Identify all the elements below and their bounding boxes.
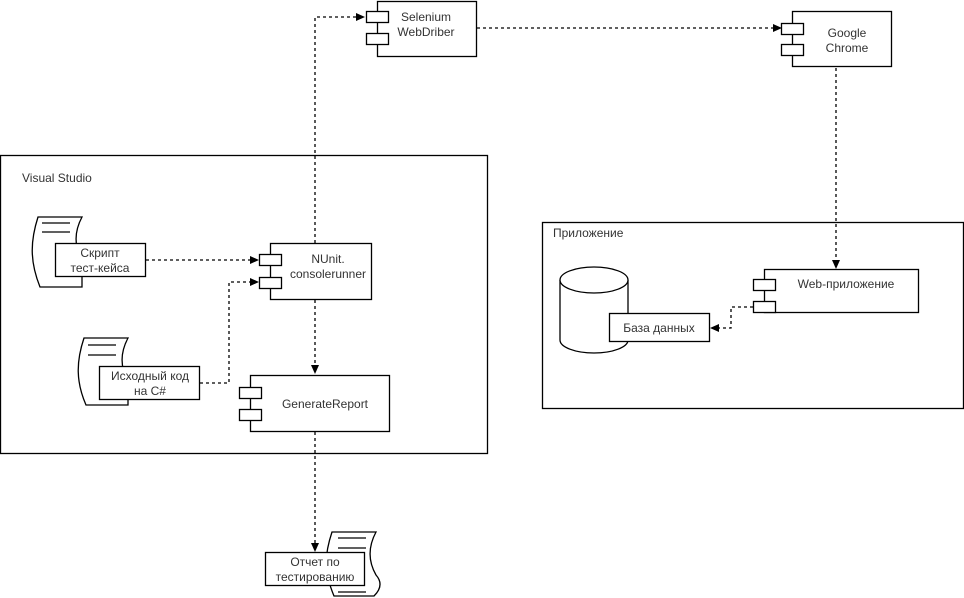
nunit-box [269,242,373,301]
arrowhead-nunit-to-selenium [356,13,365,21]
arrowhead-script-to-nunit [250,256,259,264]
webapp-label: Web-приложение [798,277,895,291]
component-icon [238,386,263,422]
source-code-label-line2: на C# [134,384,166,398]
connector-source-to-nunit[interactable] [200,281,252,384]
test-report-box [264,551,366,587]
component-web-app[interactable]: Web-приложение [752,268,920,314]
test-report-label-line2: тестированию [276,570,355,584]
arrowhead-selenium-to-chrome [773,24,782,32]
selenium-label-line1: Selenium [401,10,451,24]
artifact-database[interactable]: База данных [559,266,711,354]
webapp-box [763,268,920,314]
connector-nunit-to-selenium[interactable] [314,16,358,243]
chrome-label-line1: Google [828,26,867,40]
database-label: База данных [623,321,694,335]
visual-studio-frame [0,154,489,455]
component-icon [780,22,805,57]
chrome-label-line2: Chrome [826,41,869,55]
visual-studio-container[interactable]: Visual Studio [0,154,489,455]
artifact-test-report[interactable]: Отчет по тестированию [264,531,381,597]
component-generatereport[interactable]: GenerateReport [238,374,391,433]
component-icon [258,253,283,290]
chrome-box [791,10,893,68]
generatereport-box [249,374,391,433]
arrowhead-chrome-to-webapp [832,260,840,269]
test-script-box [54,242,147,278]
component-google-chrome[interactable]: Google Chrome [780,10,893,68]
nunit-label-line2: consolerunner [290,267,366,281]
arrowhead-nunit-to-generatereport [311,365,319,374]
arrowhead-source-to-nunit [250,278,259,286]
source-code-label-line1: Исходный код [111,369,189,383]
arrowhead-generatereport-to-report [311,543,319,552]
connectors [146,13,840,552]
visual-studio-label: Visual Studio [22,171,92,185]
nunit-label-line1: NUnit. [311,252,344,266]
connector-webapp-to-database[interactable] [717,306,753,329]
component-icon [752,278,777,314]
test-script-label-line1: Скрипт [80,246,120,260]
selenium-label-line2: WebDriber [397,25,454,39]
source-code-box [98,365,201,401]
application-label: Приложение [553,226,624,240]
component-selenium-webdriber[interactable]: Selenium WebDriber [365,0,478,58]
database-box [608,312,711,343]
component-nunit-consolerunner[interactable]: NUnit. consolerunner [258,242,373,301]
test-report-label-line1: Отчет по [290,555,340,569]
selenium-box [376,0,478,58]
component-icon [365,10,390,46]
generatereport-label: GenerateReport [282,397,369,411]
arrowhead-webapp-to-database [710,324,719,332]
test-script-label-line2: тест-кейса [71,261,130,275]
artifact-source-code[interactable]: Исходный код на C# [77,337,201,406]
artifact-test-script[interactable]: Скрипт тест-кейса [31,216,147,288]
